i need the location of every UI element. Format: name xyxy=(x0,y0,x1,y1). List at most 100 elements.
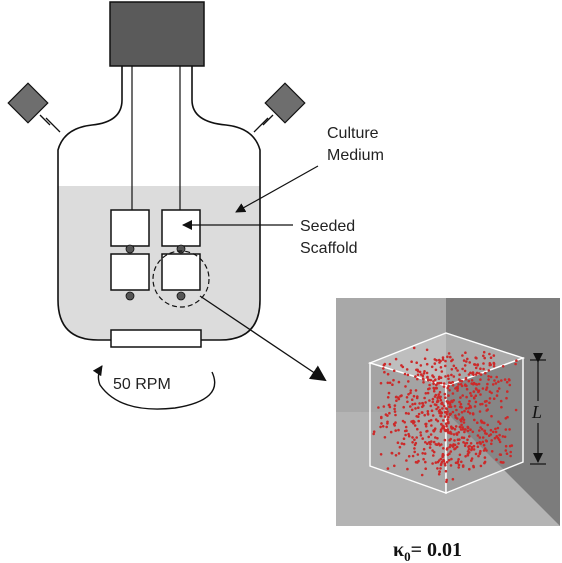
cell-dot xyxy=(392,378,395,382)
cell-dot xyxy=(467,373,471,376)
cell-dot xyxy=(499,399,503,403)
cell-dot xyxy=(397,452,401,455)
cell-dot xyxy=(422,381,425,384)
cell-dot xyxy=(403,421,407,424)
cell-dot xyxy=(478,429,481,432)
cell-dot xyxy=(481,387,485,390)
cell-dot xyxy=(404,385,407,388)
highlight-circle xyxy=(152,250,210,308)
cell-dot xyxy=(406,400,409,404)
cell-dot xyxy=(486,423,490,427)
cell-dot xyxy=(387,391,391,395)
cell-dot xyxy=(442,382,446,385)
cell-dot xyxy=(379,425,382,429)
cell-dot xyxy=(479,464,483,468)
cell-dot xyxy=(469,442,473,445)
cell-dot xyxy=(478,441,482,444)
cell-dot xyxy=(472,444,476,448)
cell-dot xyxy=(499,460,503,464)
cell-dot xyxy=(449,450,453,453)
cell-dot xyxy=(394,413,397,417)
cell-dot xyxy=(443,392,447,396)
cell-dot xyxy=(395,399,398,403)
cell-dot xyxy=(460,436,464,439)
cell-dot xyxy=(447,415,450,419)
right-side-port xyxy=(262,82,306,126)
cell-dot xyxy=(450,368,454,371)
cell-dot xyxy=(407,432,410,436)
cell-dot xyxy=(454,387,457,390)
cell-dot xyxy=(467,406,471,410)
scaffold-bottom-left xyxy=(110,253,150,291)
cell-dot xyxy=(422,457,425,461)
cell-dot xyxy=(463,369,467,373)
cell-dot xyxy=(384,413,388,416)
cell-dot xyxy=(426,391,430,395)
cell-dot xyxy=(409,389,413,392)
cell-dot xyxy=(500,379,503,382)
cell-dot xyxy=(474,373,478,376)
cell-dot xyxy=(450,359,453,363)
cell-dot xyxy=(466,357,469,361)
cell-dot xyxy=(482,350,486,354)
cell-dot xyxy=(436,396,439,400)
cell-dot xyxy=(416,415,420,419)
cell-dot xyxy=(463,364,467,367)
cell-dot xyxy=(446,386,450,390)
cell-dot xyxy=(460,379,464,383)
cell-dot xyxy=(411,454,415,458)
cell-dot xyxy=(491,383,495,386)
cell-dot xyxy=(440,402,443,405)
cell-dot xyxy=(442,404,446,408)
left-side-arm xyxy=(45,117,61,133)
cell-dot xyxy=(479,367,482,371)
cell-dot xyxy=(514,362,517,366)
cell-dot xyxy=(458,405,462,409)
cell-dot xyxy=(462,441,465,444)
cell-dot xyxy=(464,455,467,458)
cell-dot xyxy=(393,407,396,411)
cell-dot xyxy=(424,441,427,444)
cell-dot xyxy=(424,392,428,395)
cell-dot xyxy=(472,373,475,377)
cell-dot xyxy=(455,432,458,435)
seeded-cells xyxy=(372,346,518,484)
cell-dot xyxy=(421,405,424,409)
cell-dot xyxy=(470,447,474,451)
cell-dot xyxy=(421,402,425,405)
cell-dot xyxy=(431,414,435,417)
cell-dot xyxy=(416,370,420,373)
cell-dot xyxy=(455,408,458,412)
cell-dot xyxy=(476,445,480,449)
cell-dot xyxy=(432,380,435,383)
cell-dot xyxy=(485,409,489,412)
cell-dot xyxy=(406,373,410,377)
cell-dot xyxy=(501,365,505,368)
cell-dot xyxy=(441,455,444,459)
cell-dot xyxy=(414,389,418,392)
cell-dot xyxy=(451,380,455,384)
cell-dot xyxy=(428,383,431,387)
cell-dot xyxy=(388,381,392,385)
cell-dot xyxy=(450,426,453,430)
cell-dot xyxy=(439,359,442,363)
cell-dot xyxy=(415,361,419,365)
cell-dot xyxy=(448,412,452,416)
cell-dot xyxy=(424,460,427,464)
cell-dot xyxy=(439,366,443,369)
cell-dot xyxy=(504,449,508,452)
cell-dot xyxy=(409,405,412,408)
cell-dot xyxy=(438,470,441,474)
cell-dot xyxy=(466,410,470,414)
cell-dot xyxy=(472,390,476,393)
cell-dot xyxy=(439,428,443,432)
cell-dot xyxy=(447,384,450,388)
cell-dot xyxy=(473,405,477,408)
cell-dot xyxy=(386,422,389,425)
cell-dot xyxy=(473,363,476,366)
cell-dot xyxy=(436,467,439,470)
cell-dot xyxy=(431,397,435,401)
cell-dot xyxy=(439,398,443,402)
cell-dot xyxy=(463,409,466,413)
cell-dot xyxy=(443,415,447,418)
